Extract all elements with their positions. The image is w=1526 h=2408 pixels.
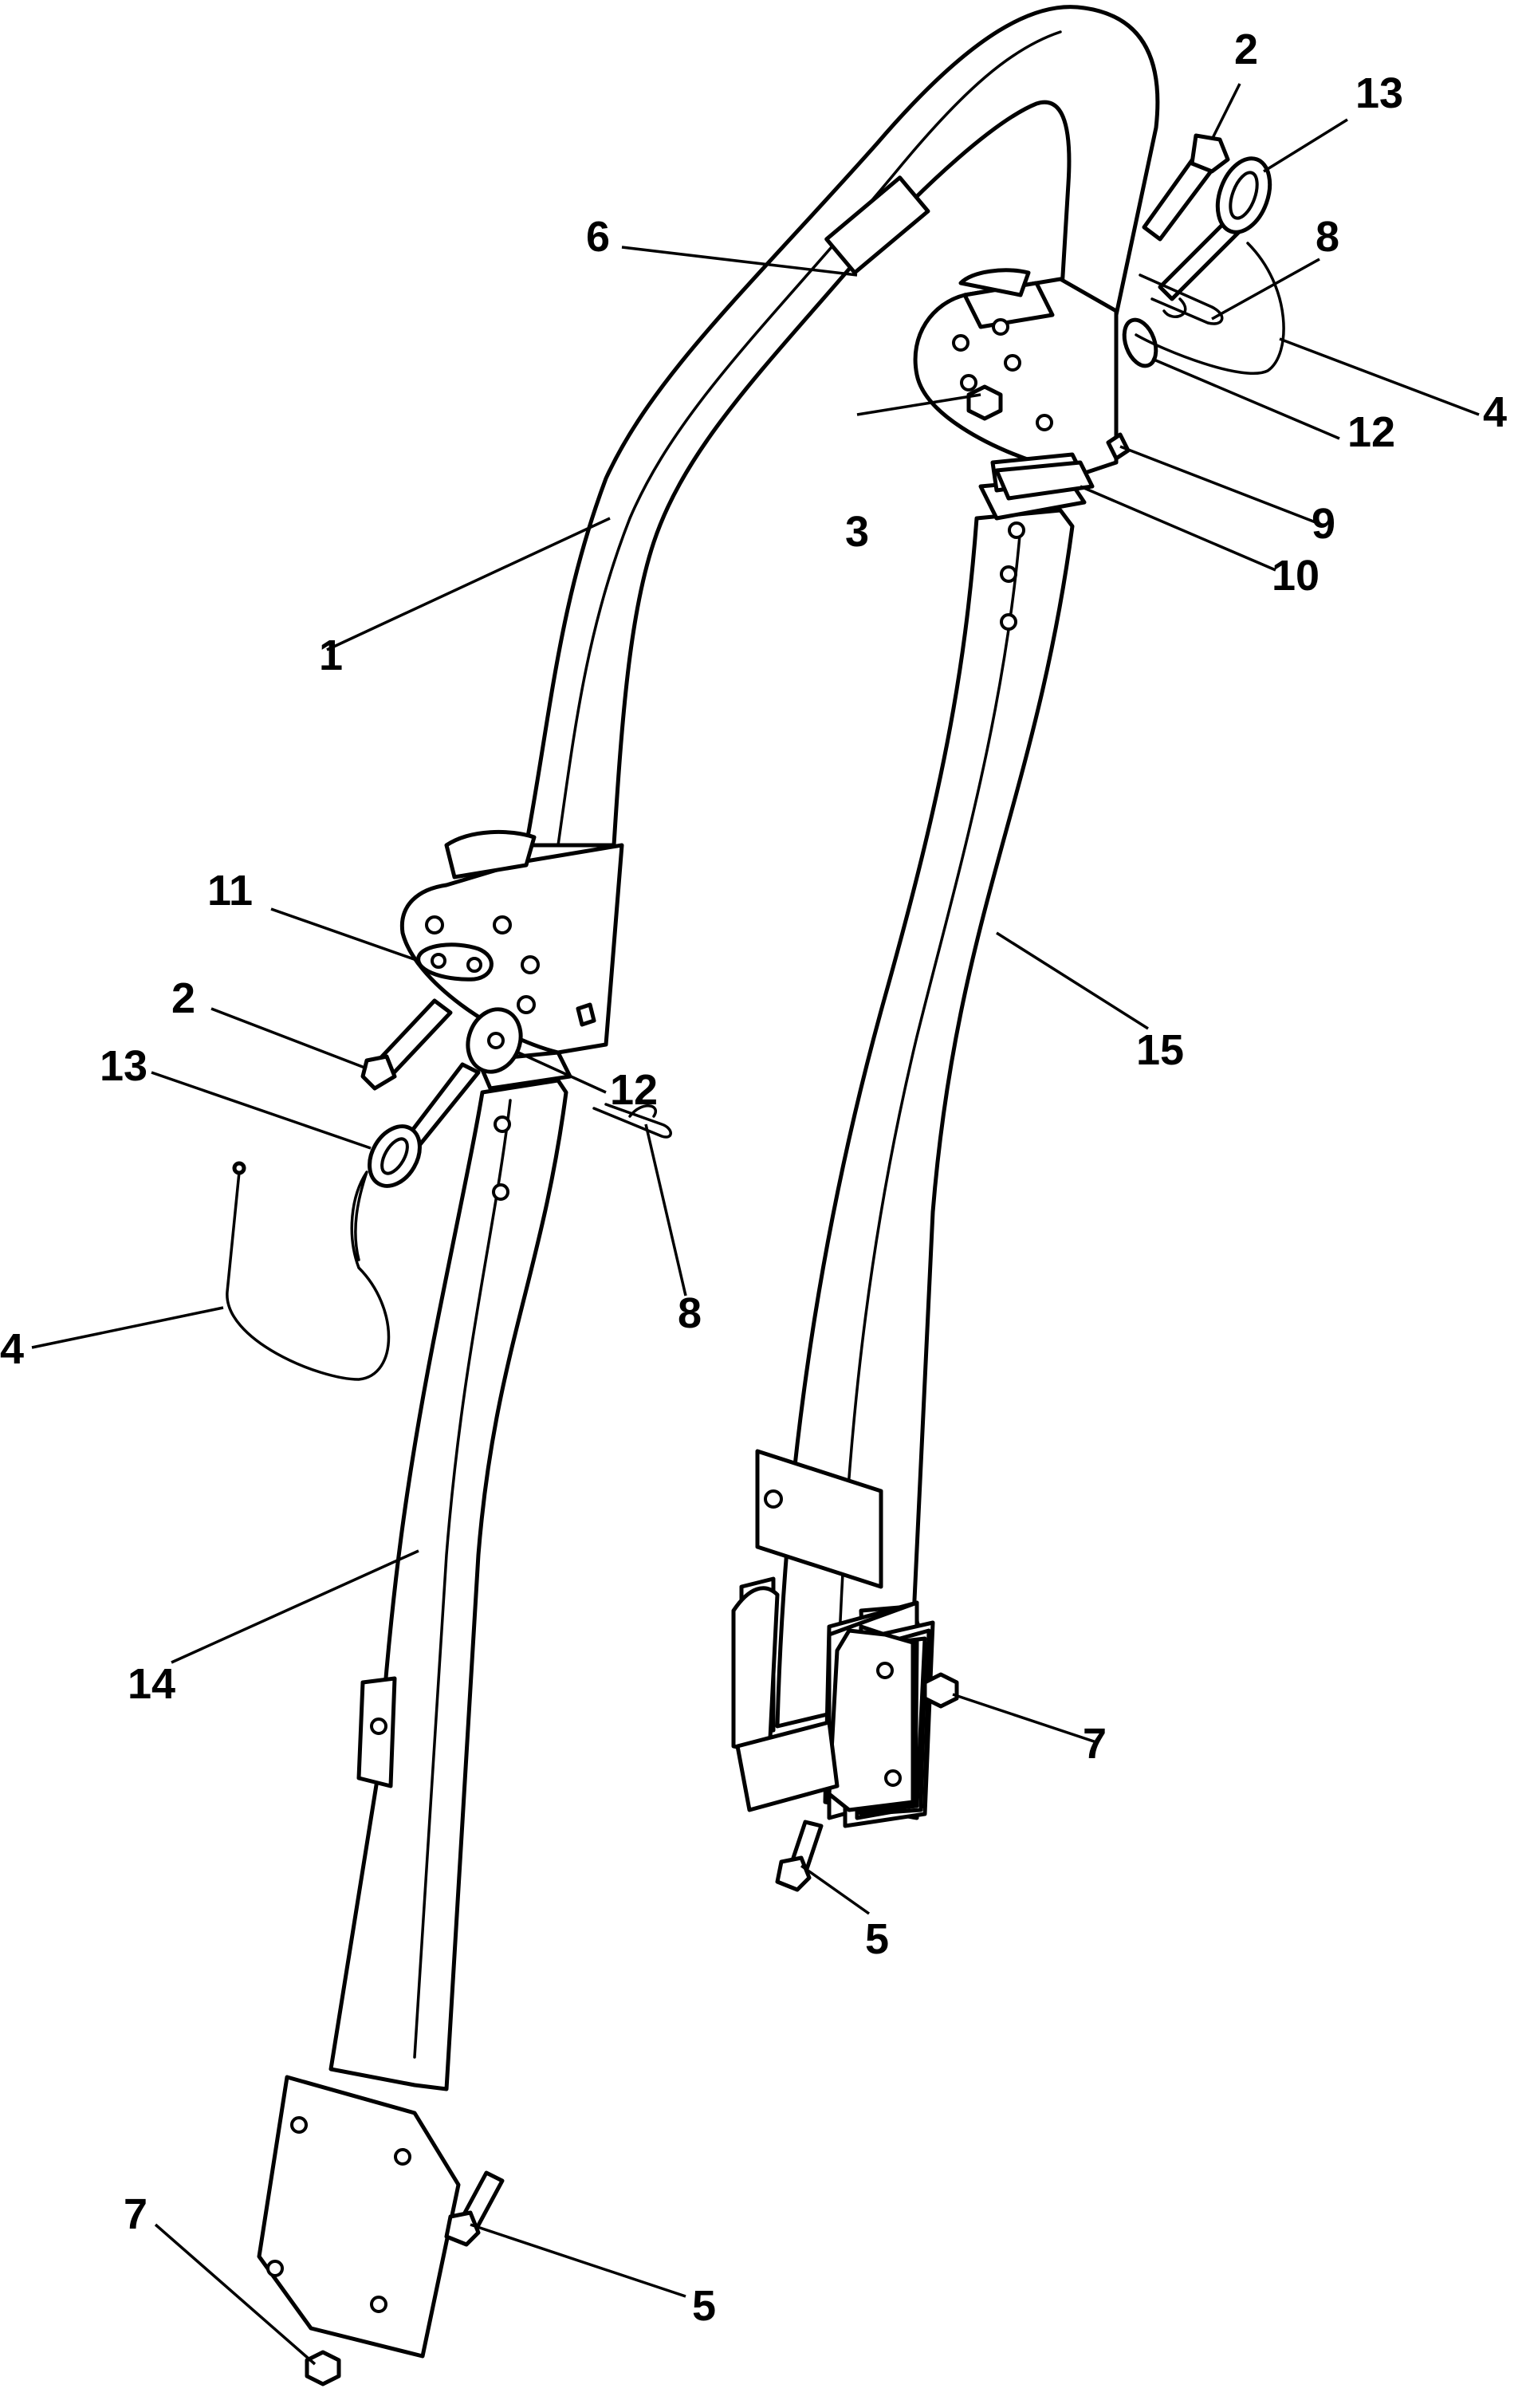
right-bottom-plate (731, 1576, 915, 1812)
callout-13-right: 13 (1355, 69, 1403, 117)
callout-12-left: 12 (610, 1066, 658, 1114)
nut-3 (966, 384, 1003, 421)
callout-4-left: 4 (0, 1325, 24, 1373)
callout-9: 9 (1312, 500, 1335, 548)
left-hoop-plate (399, 830, 624, 1055)
callout-5-left: 5 (692, 2282, 716, 2330)
roll-bar-hoop (524, 5, 1160, 848)
cable-4-right (1135, 242, 1285, 376)
callout-4-right: 4 (1483, 388, 1507, 436)
callout-6: 6 (586, 213, 610, 261)
callout-8-left: 8 (678, 1289, 702, 1337)
callout-8-right: 8 (1316, 213, 1339, 261)
callout-7-right: 7 (1083, 1720, 1107, 1768)
callout-15: 15 (1136, 1026, 1184, 1074)
callout-2-left: 2 (171, 974, 195, 1022)
nut-7-left (305, 2350, 341, 2386)
callout-10: 10 (1272, 552, 1320, 600)
callout-3: 3 (845, 508, 869, 556)
left-pins-hardware (226, 942, 672, 1381)
hairpin-8-right (1139, 273, 1224, 325)
callout-1: 1 (319, 632, 343, 679)
callout-2-right: 2 (1234, 26, 1258, 73)
decal (824, 175, 930, 275)
right-upright-tube (755, 452, 1087, 1828)
cable-4-left (226, 1171, 391, 1381)
callout-7-left: 7 (124, 2190, 147, 2238)
callout-14: 14 (128, 1660, 175, 1708)
bottom-hardware (305, 1672, 959, 2386)
right-hoop-plate (913, 268, 1119, 481)
callouts: 1 2 2 3 4 4 5 5 6 7 7 8 8 9 10 11 12 12 … (0, 26, 1507, 2330)
callout-11: 11 (207, 867, 253, 915)
leader-lines (31, 83, 1480, 2366)
callout-13-left: 13 (100, 1042, 147, 1090)
nut-7-right (922, 1672, 959, 1709)
callout-12-right: 12 (1347, 408, 1395, 456)
hairpin-8-left (592, 1103, 672, 1139)
callout-5-right: 5 (865, 1915, 889, 1963)
left-upright-tube (257, 1050, 572, 2359)
